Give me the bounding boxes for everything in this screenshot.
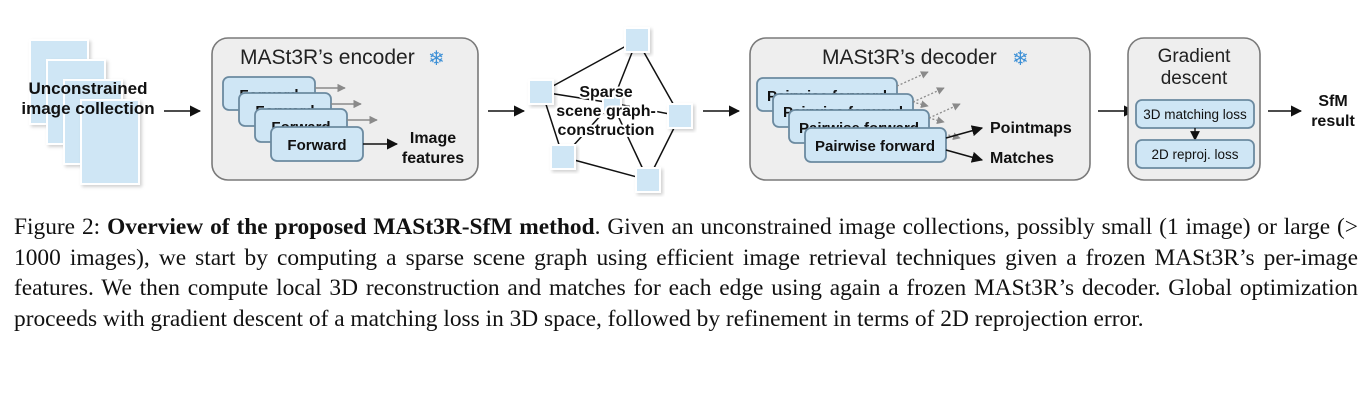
encoder-forward-4: Forward [270,126,399,162]
caption-body: . Given an unconstrained image collectio… [14,214,1358,332]
loss-3d-label: 3D matching loss [1143,107,1247,122]
encoder-snowflake-icon: ❄ [428,48,445,70]
graph-label-line3: construction [558,122,655,139]
decoder-title: MASt3R’s decoder [822,46,997,69]
graph-node [528,79,554,105]
decoder-snowflake-icon: ❄ [1012,48,1029,70]
graph-node [624,27,650,53]
scene-graph: Sparse scene graph- construction [528,27,693,193]
decoder-output-matches: Matches [990,150,1054,167]
result-line2: result [1311,113,1355,130]
caption-title: Overview of the proposed MASt3R-SfM meth… [107,214,595,240]
forward-label: Forward [287,137,346,154]
decoder-pairwise-4: Pairwise forward [804,125,984,163]
image-sheet [80,99,140,185]
pairwise-label: Pairwise forward [815,138,935,155]
figure-caption: Figure 2: Overview of the proposed MASt3… [14,212,1358,334]
decoder-output-pointmaps: Pointmaps [990,120,1072,137]
encoder-output-line1: Image [410,130,456,147]
input-image-stack: Unconstrained image collection [21,39,155,185]
caption-prefix: Figure 2: [14,214,108,240]
loss-2d-label: 2D reproj. loss [1151,147,1238,162]
graph-node [635,167,661,193]
input-label-line2: image collection [21,99,154,118]
input-label-line1: Unconstrained [28,79,147,98]
encoder-panel: MASt3R’s encoder ❄ Forward Forward Forwa… [211,37,479,181]
graph-node [602,93,622,113]
gradient-title-line2: descent [1161,68,1228,89]
gradient-panel: Gradient descent 3D matching loss 2D rep… [1127,37,1261,181]
gradient-title-line1: Gradient [1158,46,1232,67]
encoder-output-line2: features [402,150,464,167]
graph-label-line1: Sparse [579,84,632,101]
decoder-panel: MASt3R’s decoder ❄ Pairwise forward Pair… [749,37,1091,181]
graph-node [667,103,693,129]
pipeline-diagram: Unconstrained image collection MASt3R’s … [21,27,1355,193]
graph-label-line2: scene graph- [556,103,656,120]
graph-node [550,144,576,170]
result-line1: SfM [1318,93,1347,110]
encoder-title: MASt3R’s encoder [240,46,415,69]
loss-2d-box [1135,139,1255,169]
